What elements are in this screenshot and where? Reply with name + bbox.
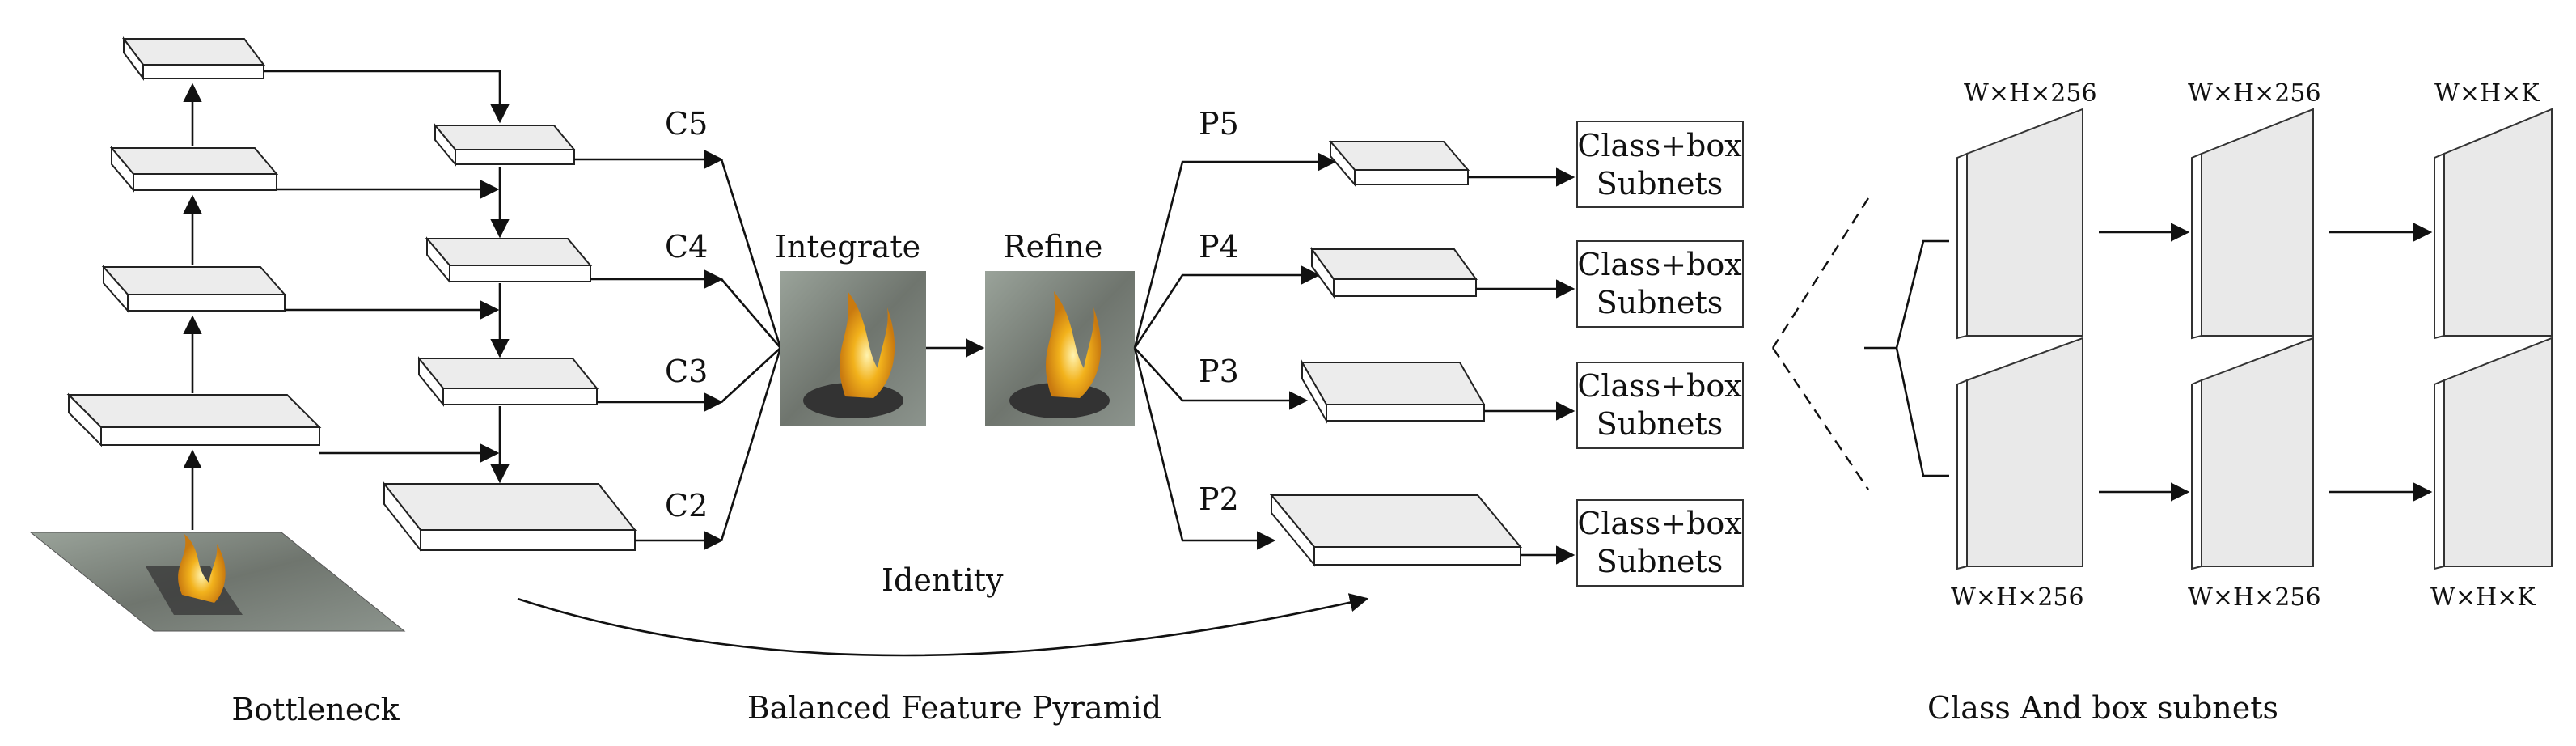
topdown-layer-c2 <box>382 481 637 553</box>
pyramid-layer-p5 <box>1328 139 1470 187</box>
topdown-layer-c3 <box>417 356 599 407</box>
subnet-box-p3: Class+box Subnets <box>1576 362 1744 449</box>
dim-bottom-1: W×H×256 <box>1951 583 2084 612</box>
label-c2: C2 <box>665 488 708 523</box>
subnet-box-line2: Subnets <box>1597 166 1724 201</box>
panel-bottom-1 <box>1956 337 2083 570</box>
label-c4: C4 <box>665 229 708 265</box>
subnet-box-line2: Subnets <box>1597 285 1724 320</box>
refine-image <box>985 271 1135 426</box>
subnet-box-line1: Class+box <box>1577 128 1741 163</box>
backbone-layer-1 <box>66 392 322 447</box>
subnet-box-line1: Class+box <box>1577 368 1741 404</box>
subnet-box-p4: Class+box Subnets <box>1576 240 1744 328</box>
backbone-layer-2 <box>101 265 287 313</box>
pyramid-layer-p4 <box>1310 246 1478 299</box>
subnet-detail: W×H×256 W×H×256 W×H×K W×H×256 W×H×256 W×… <box>1771 79 2553 612</box>
label-p5: P5 <box>1199 106 1239 142</box>
caption-bottleneck: Bottleneck <box>231 692 400 727</box>
label-c5: C5 <box>665 106 708 142</box>
dim-top-2: W×H×256 <box>2188 79 2321 108</box>
topdown-layer-c4 <box>425 236 593 284</box>
caption-bfp: Balanced Feature Pyramid <box>747 690 1161 726</box>
subnet-box-p5: Class+box Subnets <box>1576 121 1744 208</box>
subnet-box-line1: Class+box <box>1577 247 1741 282</box>
flame-icon <box>1046 291 1102 398</box>
c-level-outputs: C5 C4 C3 C2 <box>574 106 724 550</box>
topdown-layer-c5 <box>433 123 577 167</box>
bottleneck-backbone <box>29 36 637 632</box>
label-p2: P2 <box>1199 481 1239 517</box>
subnet-box-line1: Class+box <box>1577 506 1741 541</box>
dim-bottom-3: W×H×K <box>2430 583 2536 612</box>
flame-icon <box>840 291 895 398</box>
label-p4: P4 <box>1199 229 1239 265</box>
label-refine: Refine <box>1003 229 1102 265</box>
dim-top-1: W×H×256 <box>1964 79 2097 108</box>
integrate-image <box>780 271 926 426</box>
balanced-feature-pyramid: Integrate Refine P5 P4 P3 P2 <box>517 106 1576 657</box>
dim-top-3: W×H×K <box>2434 79 2540 108</box>
flame-icon <box>178 534 226 603</box>
subnet-box-p2: Class+box Subnets <box>1576 499 1744 587</box>
input-image <box>29 532 406 632</box>
label-integrate: Integrate <box>775 229 920 265</box>
caption-subnets: Class And box subnets <box>1927 690 2278 726</box>
backbone-layer-4 <box>122 36 265 81</box>
panel-bottom-2 <box>2191 337 2314 570</box>
subnet-box-line2: Subnets <box>1597 406 1724 442</box>
subnet-box-line2: Subnets <box>1597 544 1724 579</box>
subnet-boxes: Class+box Subnets Class+box Subnets Clas… <box>1576 121 1744 587</box>
label-identity: Identity <box>882 562 1004 598</box>
pyramid-layer-p2 <box>1269 493 1523 567</box>
panel-bottom-3 <box>2434 337 2553 570</box>
label-p3: P3 <box>1199 354 1239 389</box>
panel-top-2 <box>2191 108 2314 340</box>
backbone-layer-3 <box>109 146 279 193</box>
pyramid-layer-p3 <box>1301 359 1486 424</box>
panel-top-3 <box>2434 108 2553 340</box>
dim-bottom-2: W×H×256 <box>2188 583 2321 612</box>
panel-top-1 <box>1956 108 2083 340</box>
label-c3: C3 <box>665 354 708 389</box>
